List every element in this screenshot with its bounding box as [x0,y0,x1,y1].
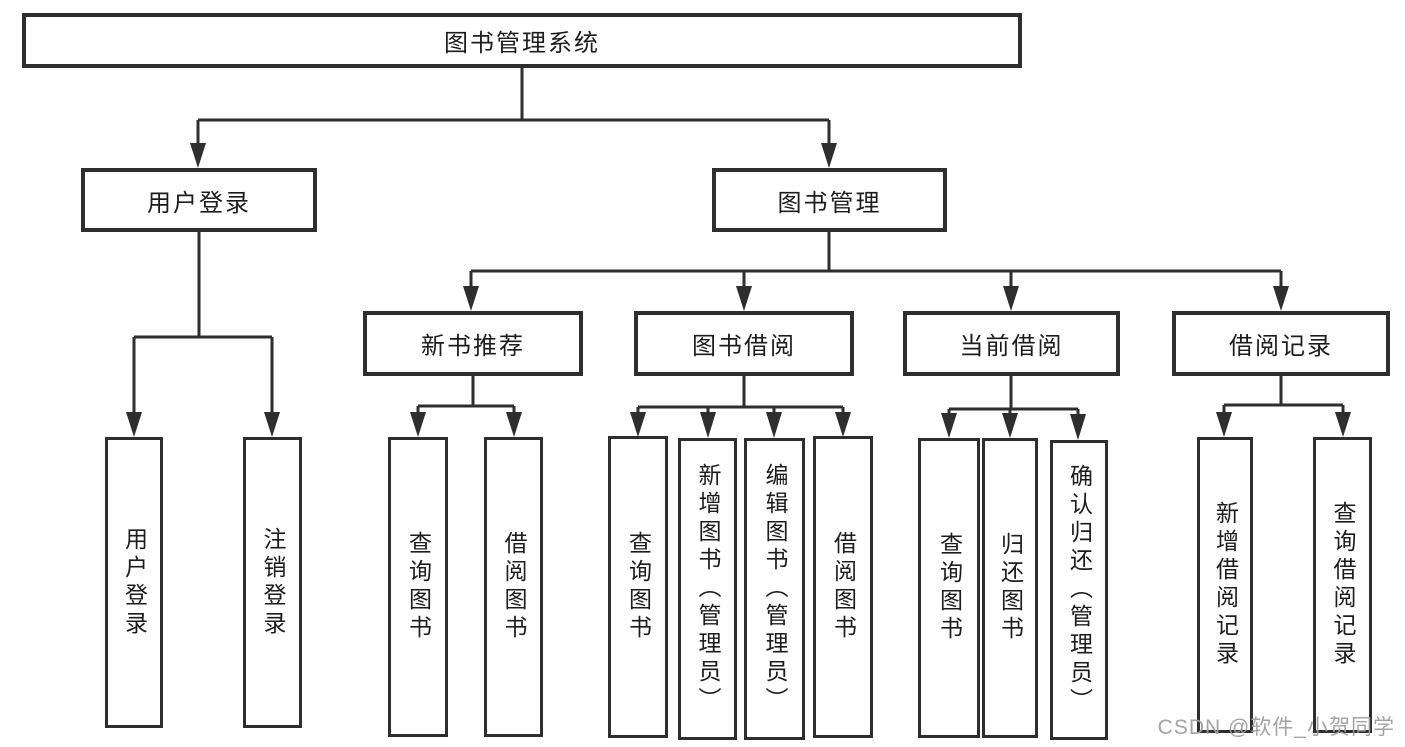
leaf-cb-query-books: 查询图书 [918,438,980,738]
node-borrow-records-label: 借阅记录 [1229,333,1333,360]
leaf-bb-edit-book-admin-label: 编辑图书（管理员） [762,463,788,715]
node-current-borrowing-label: 当前借阅 [959,333,1064,360]
leaf-br-query-record: 查询借阅记录 [1313,437,1372,733]
arrowheads [126,143,1351,440]
node-root-label: 图书管理系统 [444,30,600,57]
leaf-bb-borrow-books-label: 借阅图书 [830,531,857,643]
node-user-login: 用户登录 [81,168,317,232]
leaf-nbr-borrow-books-label: 借阅图书 [501,531,527,643]
node-user-login-label: 用户登录 [147,189,251,217]
leaf-bb-query-books-label: 查询图书 [625,531,652,643]
leaf-cb-confirm-return-admin-label: 确认归还（管理员） [1066,464,1093,716]
leaf-user-login-label: 用户登录 [121,526,148,639]
leaf-cb-confirm-return-admin: 确认归还（管理员） [1050,440,1108,740]
leaf-cb-query-books-label: 查询图书 [936,532,963,644]
node-book-management-label: 图书管理 [777,189,882,217]
node-book-borrowing: 图书借阅 [634,311,854,376]
node-new-book-recommend-label: 新书推荐 [421,333,525,360]
leaf-user-login: 用户登录 [105,437,163,728]
leaf-logout-label: 注销登录 [260,526,286,639]
leaf-br-add-record-label: 新增借阅记录 [1212,501,1239,669]
node-current-borrowing: 当前借阅 [903,311,1120,376]
leaf-cb-return-books-label: 归还图书 [997,532,1024,644]
node-root: 图书管理系统 [22,13,1022,68]
leaf-bb-add-book-admin: 新增图书（管理员） [678,438,737,740]
node-book-management: 图书管理 [712,168,947,232]
leaf-br-query-record-label: 查询借阅记录 [1330,501,1356,669]
leaf-nbr-borrow-books: 借阅图书 [484,437,543,737]
leaf-bb-query-books: 查询图书 [608,436,668,738]
leaf-cb-return-books: 归还图书 [982,438,1038,738]
node-book-borrowing-label: 图书借阅 [692,333,796,360]
leaf-bb-add-book-admin-label: 新增图书（管理员） [695,463,721,715]
node-borrow-records: 借阅记录 [1172,311,1390,376]
leaf-nbr-query-books-label: 查询图书 [405,531,432,643]
leaf-br-add-record: 新增借阅记录 [1197,437,1253,733]
leaf-bb-borrow-books: 借阅图书 [813,436,873,738]
leaf-bb-edit-book-admin: 编辑图书（管理员） [744,438,805,740]
node-new-book-recommend: 新书推荐 [363,311,583,376]
leaf-nbr-query-books: 查询图书 [388,437,448,737]
leaf-logout: 注销登录 [243,437,302,728]
csdn-watermark: CSDN @软件_小贺同学 [1157,716,1395,739]
